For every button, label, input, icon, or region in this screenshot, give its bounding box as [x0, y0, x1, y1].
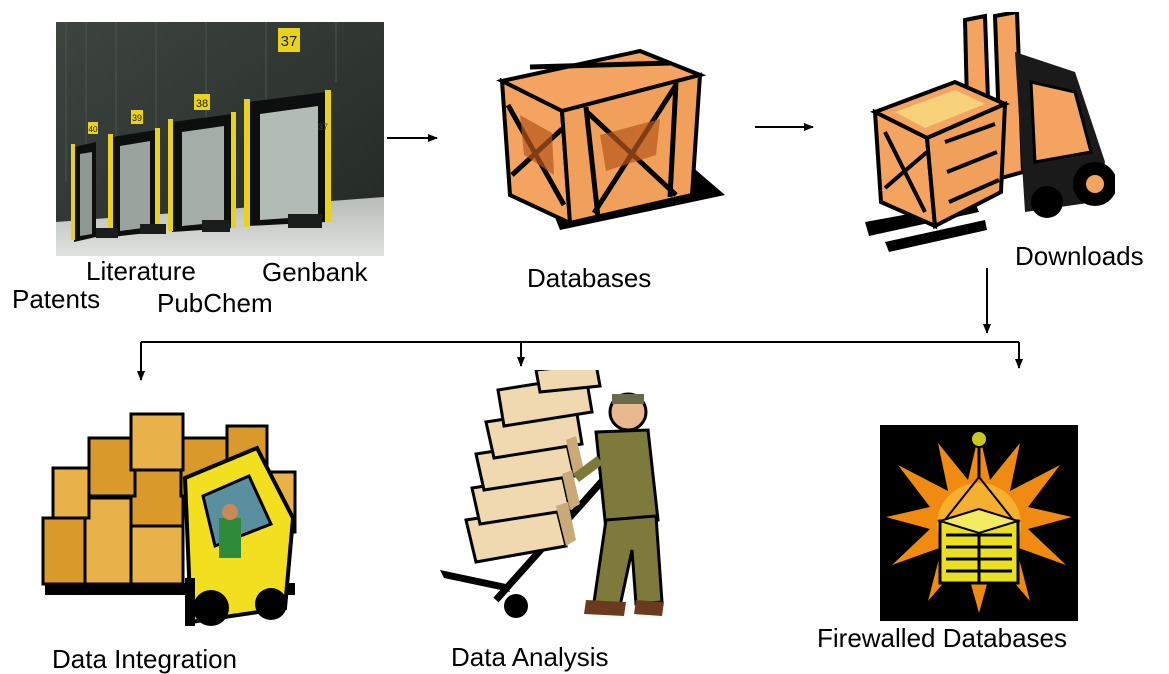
label-downloads: Downloads [1015, 241, 1144, 271]
firewall-burst-clipart [880, 425, 1078, 621]
svg-text:37: 37 [318, 122, 328, 132]
dock-door [168, 112, 236, 232]
forklift-clipart [855, 12, 1115, 252]
dock-number-plate [194, 94, 210, 110]
dock-number-plate [131, 110, 143, 124]
dock-door [71, 142, 96, 242]
svg-text:37: 37 [281, 33, 298, 50]
svg-text:40: 40 [89, 125, 98, 134]
worker-handtruck-clipart [436, 370, 666, 622]
label-genbank: Genbank [262, 257, 368, 287]
svg-text:39: 39 [132, 113, 142, 123]
label-pubchem: PubChem [157, 288, 273, 318]
label-databases: Databases [527, 263, 652, 293]
svg-text:38: 38 [196, 98, 208, 110]
label-patents: Patents [12, 284, 101, 314]
label-literature: Literature [86, 256, 196, 286]
label-firewalled-databases: Firewalled Databases [817, 623, 1068, 653]
boxes-forklift-clipart [35, 408, 310, 633]
label-data-analysis: Data Analysis [451, 642, 609, 672]
label-data-integration: Data Integration [52, 644, 238, 674]
crate-clipart [490, 45, 730, 235]
dock-number-plate [278, 28, 300, 52]
dock-number-plate [88, 122, 98, 134]
loading-dock-photo: 40 39 38 37 37 [56, 22, 384, 256]
dock-door [108, 128, 160, 237]
dock-door [244, 90, 331, 227]
